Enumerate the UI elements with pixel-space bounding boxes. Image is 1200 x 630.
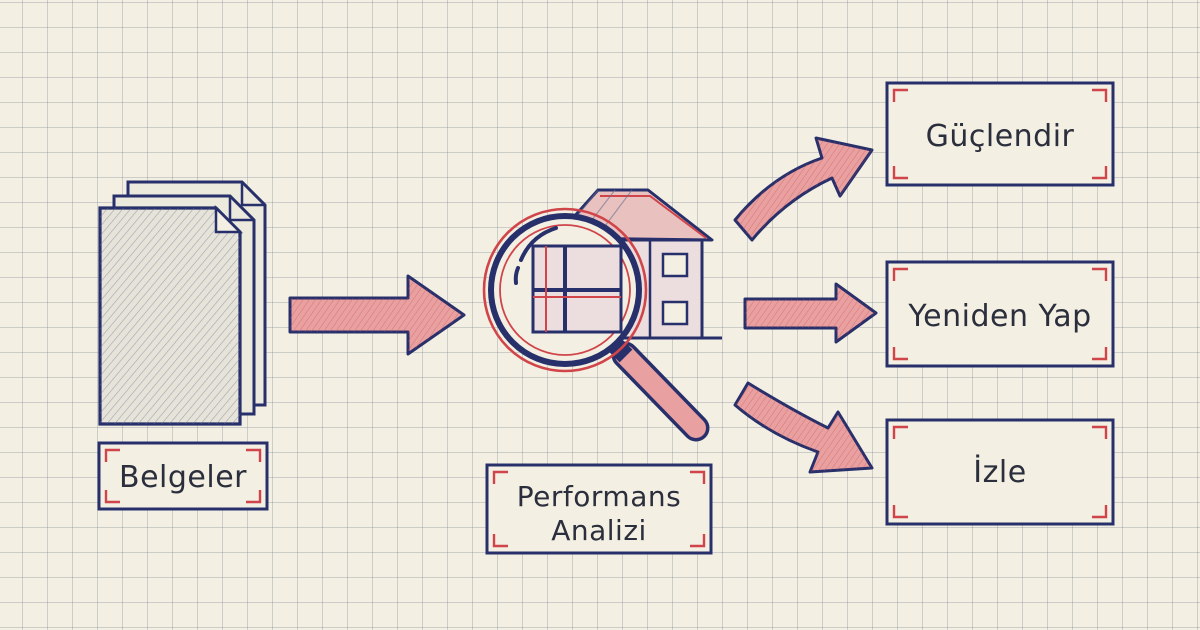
outcome-box-izle: İzle	[885, 418, 1115, 526]
arrow-to-izle	[733, 381, 874, 474]
performans-analizi-line1: Performans	[517, 480, 681, 513]
performans-analizi-line2: Analizi	[551, 514, 647, 547]
document-stack-icon	[98, 180, 267, 426]
outcome-label-yeniden-yap: Yeniden Yap	[907, 299, 1091, 334]
magnifying-glass-icon	[482, 207, 710, 442]
outcome-box-guclendir: Güçlendir	[885, 81, 1115, 187]
outcome-box-yeniden-yap: Yeniden Yap	[885, 260, 1115, 368]
arrow-to-yeniden-yap	[743, 282, 878, 344]
outcome-label-izle: İzle	[973, 454, 1026, 490]
belgeler-label: Belgeler	[119, 460, 247, 495]
magnifying-glass-house-icon	[482, 188, 722, 442]
arrow-to-guclendir	[733, 136, 874, 242]
performans-analizi-label-box: Performans Analizi	[485, 463, 713, 555]
arrow-documents-to-analysis	[288, 274, 466, 356]
belgeler-label-box: Belgeler	[97, 441, 269, 511]
outcome-label-guclendir: Güçlendir	[926, 119, 1075, 154]
